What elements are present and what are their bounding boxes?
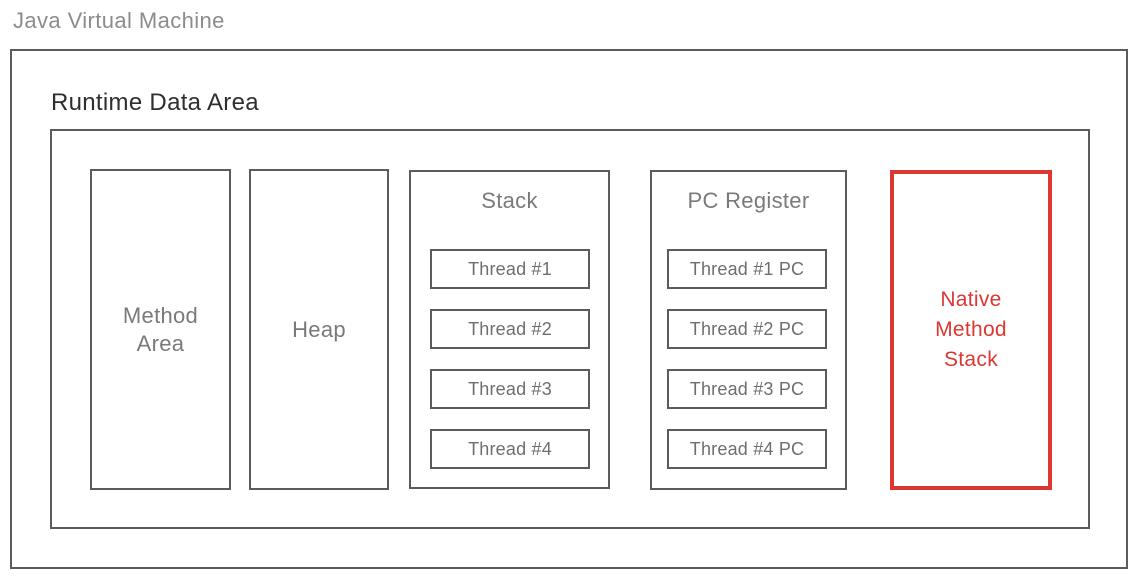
- native-method-stack-box: Native Method Stack: [890, 170, 1052, 490]
- method-area-label: Method Area: [122, 302, 199, 356]
- stack-thread-4-box: Thread #4: [430, 429, 590, 469]
- method-area-box: Method Area: [90, 169, 231, 490]
- pc-register-thread-3-box: Thread #3 PC: [667, 369, 827, 409]
- jvm-box: Runtime Data Area Method Area Heap Stack…: [10, 49, 1128, 569]
- stack-title: Stack: [481, 188, 538, 213]
- stack-thread-1-box: Thread #1: [430, 249, 590, 289]
- pc-register-thread-2-box: Thread #2 PC: [667, 309, 827, 349]
- pc-register-box: PC Register Thread #1 PC Thread #2 PC Th…: [650, 170, 847, 490]
- native-method-stack-label: Native Method Stack: [935, 288, 1007, 371]
- runtime-data-area-title: Runtime Data Area: [51, 89, 259, 116]
- heap-box: Heap: [249, 169, 389, 490]
- stack-thread-3-box: Thread #3: [430, 369, 590, 409]
- pc-register-title: PC Register: [687, 188, 810, 213]
- stack-thread-2-box: Thread #2: [430, 309, 590, 349]
- pc-register-thread-4-box: Thread #4 PC: [667, 429, 827, 469]
- jvm-title: Java Virtual Machine: [13, 8, 225, 33]
- pc-register-thread-1-box: Thread #1 PC: [667, 249, 827, 289]
- stack-box: Stack Thread #1 Thread #2 Thread #3 Thre…: [409, 170, 610, 489]
- runtime-data-area-box: Method Area Heap Stack Thread #1 Thread …: [50, 129, 1090, 529]
- heap-label: Heap: [292, 316, 346, 342]
